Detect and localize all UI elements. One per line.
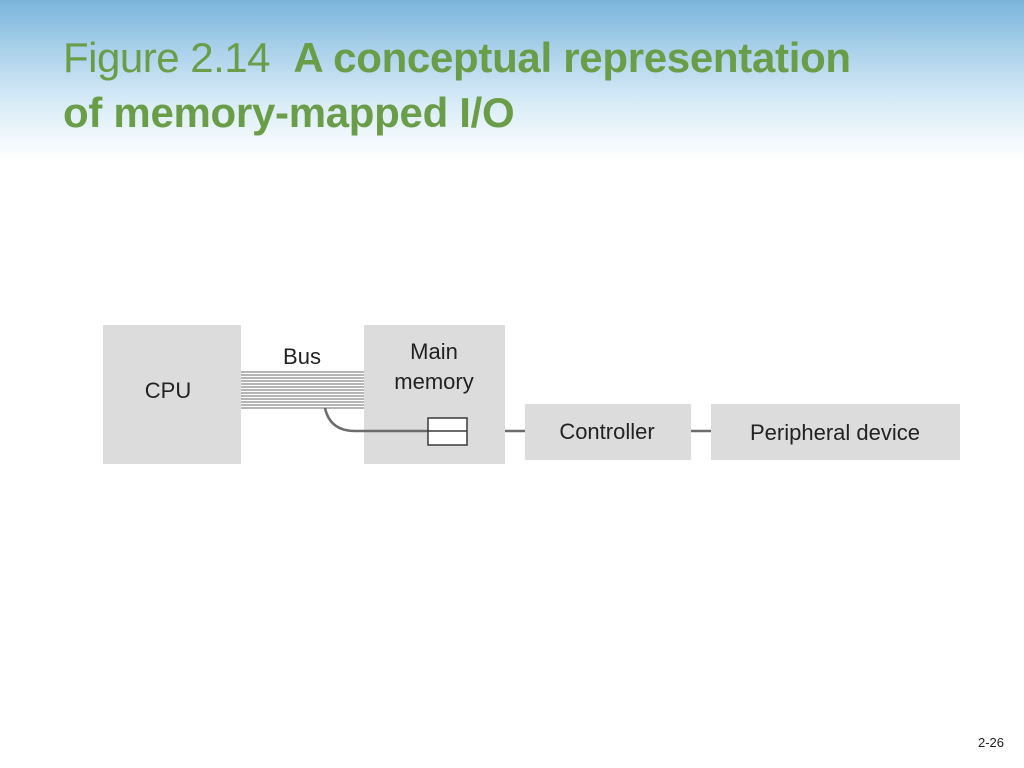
cpu-box: [103, 325, 241, 464]
main-memory-label-line-2: memory: [394, 369, 473, 394]
figure-caption-line-1: A conceptual representation: [293, 34, 851, 81]
main-memory-label-line-1: Main: [410, 339, 458, 364]
header-background: [0, 0, 1024, 160]
figure-number: Figure 2.14: [63, 34, 270, 81]
bus-label: Bus: [283, 344, 321, 369]
io-wire: [323, 407, 428, 433]
peripheral-device-box: [711, 404, 960, 460]
bus-lines: [241, 371, 364, 409]
page-number: 2-26: [977, 735, 1004, 750]
cpu-label: CPU: [145, 378, 191, 403]
controller-box: [525, 404, 691, 460]
peripheral-device-label: Peripheral device: [750, 420, 920, 445]
controller-label: Controller: [559, 419, 654, 444]
slide-title: Figure 2.14 A conceptual representation …: [63, 30, 983, 140]
figure-caption-line-2: of memory-mapped I/O: [63, 89, 515, 136]
